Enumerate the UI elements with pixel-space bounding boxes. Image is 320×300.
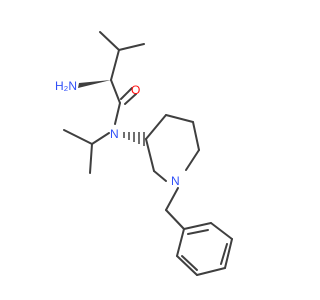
bond-c4-c5: [165, 114, 194, 123]
piperidine-ring-bonds: [145, 114, 200, 182]
amine-nitrogen-label: H₂N: [55, 79, 77, 93]
ring-nitrogen-label: N: [171, 174, 180, 188]
bond-carbonyl-double-upper: [120, 87, 133, 100]
bond-carbonyl-double-lower: [124, 93, 137, 105]
bond-c3-c4: [145, 114, 167, 140]
bond-c6-n1: [185, 149, 200, 171]
benzene-bond-5: [176, 255, 198, 276]
bond-c2-c3: [145, 138, 155, 172]
bond-isopropyl-left-methyl-lower: [63, 129, 93, 145]
amide-nitrogen-label: N: [110, 127, 119, 141]
bond-amide-nitrogen-to-isopropyl: [91, 132, 110, 145]
benzene-bond-4: [196, 267, 226, 276]
benzene-bond-6: [176, 228, 185, 257]
valine-amide-bonds: [99, 31, 145, 125]
bond-isopropyl-right-methyl: [118, 43, 145, 51]
n-isopropyl-bonds: [63, 129, 110, 174]
bond-alpha-carbon-to-carbonyl: [110, 79, 121, 104]
bond-benzylic-carbon-to-ring: [165, 209, 185, 230]
wedge-bond-alpha-amine: [78, 80, 111, 88]
benzyl-bonds: [165, 187, 233, 276]
hashed-bond-to-piperidine: [123, 132, 145, 146]
molecule-structure: H₂N O N N: [0, 0, 300, 300]
bond-isopropyl-down-methyl: [89, 143, 93, 174]
benzene-inner-double-2: [220, 243, 228, 265]
bond-isopropyl-to-alpha-carbon: [110, 49, 120, 81]
benzene-inner-double-3: [181, 255, 198, 271]
benzene-bond-3: [224, 238, 233, 269]
canvas-background: [0, 0, 300, 300]
bond-n1-benzylic-carbon: [165, 187, 179, 211]
benzene-inner-double-1: [187, 229, 209, 235]
bond-c5-c6: [192, 121, 200, 151]
benzene-bond-1: [183, 222, 212, 230]
benzene-bond-2: [210, 222, 233, 240]
carbonyl-oxygen-label: O: [131, 83, 140, 97]
bond-n1-c2: [153, 170, 167, 182]
bond-carbonyl-to-amide-nitrogen: [114, 102, 121, 125]
bond-isopropyl-left-methyl: [99, 31, 120, 51]
